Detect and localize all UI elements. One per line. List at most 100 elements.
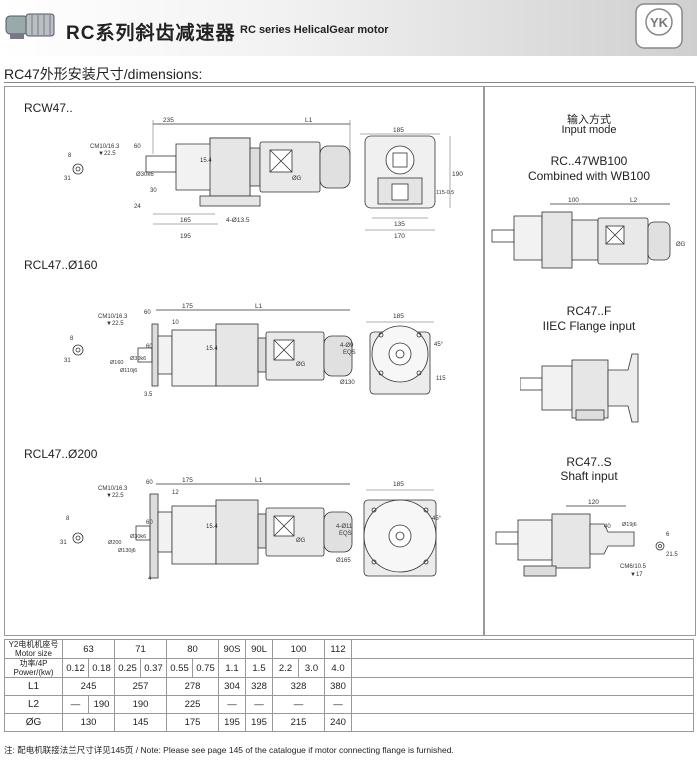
dim-60: 60 xyxy=(144,310,151,316)
dim-120: 120 xyxy=(588,499,599,506)
dim-110j6: Ø110j6 xyxy=(120,368,137,374)
dim-160: Ø160 xyxy=(110,360,123,366)
table-cell: — xyxy=(62,695,89,714)
drawing-wb100: 100 L2 ØG xyxy=(491,197,686,269)
row-header: ØG xyxy=(4,713,63,732)
dim-G: ØG xyxy=(676,242,686,248)
table-cell: 0.55 xyxy=(166,658,193,678)
dim-3-5: 3.5 xyxy=(144,392,153,398)
drawing-shaft-input: 120 40 Ø19j6 6 21.5 CM6/10.5 ▼17 xyxy=(495,499,678,578)
dim-19j6: Ø19j6 xyxy=(622,522,637,528)
dim-4: 4 xyxy=(148,576,152,582)
section-title: RC47外形安装尺寸/dimensions: xyxy=(4,66,203,82)
divider xyxy=(4,82,694,83)
row-header-line: ØG xyxy=(25,717,42,728)
table-cell: 1.1 xyxy=(218,658,246,678)
table-cell: 0.25 xyxy=(114,658,141,678)
dim-cm: CM10/16.3 xyxy=(98,314,128,320)
dim-115: 115-0.5 xyxy=(436,190,454,196)
table-cell: 175 xyxy=(166,713,219,732)
dim-24: 24 xyxy=(134,204,141,210)
dim-15-4: 15.4 xyxy=(206,346,218,352)
table-cell: — xyxy=(324,695,352,714)
f-title: RC47..F xyxy=(566,304,612,318)
table-cell-empty xyxy=(351,677,694,696)
wb-title: RC..47WB100 xyxy=(550,154,628,168)
dim-195: 195 xyxy=(180,233,191,240)
drawing-rcw47: 235 L1 CM10/16.3 ▼22.5 60 8 31 Ø30k6 30 … xyxy=(64,117,463,240)
dim-165: 165 xyxy=(180,217,191,224)
dim-31: 31 xyxy=(64,358,71,364)
table-cell: — xyxy=(245,695,273,714)
row-header-line: Y2电机机座号 xyxy=(8,640,59,649)
dim-45: 45° xyxy=(432,516,442,522)
dim-135: 135 xyxy=(394,221,405,228)
drawing-rcl47-160: CM10/16.3 ▼22.5 60 175 10 L1 8 31 Ø160 Ø… xyxy=(64,303,446,398)
input-mode-en: Input mode xyxy=(561,124,617,136)
dim-L2: L2 xyxy=(630,197,638,204)
dim-depth: ▼22.5 xyxy=(98,151,116,157)
row-header-line: 功率/4P xyxy=(19,659,48,668)
table-cell: 240 xyxy=(324,713,352,732)
table-cell-empty xyxy=(351,639,694,659)
dim-30: 30 xyxy=(150,188,157,194)
dim-165: Ø165 xyxy=(336,558,351,564)
dim-190: 190 xyxy=(452,171,463,178)
row-header: L1 xyxy=(4,677,63,696)
dim-130j6: Ø130j6 xyxy=(118,548,136,554)
table-cell: 215 xyxy=(272,713,325,732)
dim-130: Ø130 xyxy=(340,380,355,386)
table-cell: 0.12 xyxy=(62,658,89,678)
dim-30k6: Ø30k6 xyxy=(130,534,146,540)
table-cell: — xyxy=(272,695,325,714)
table-cell: 3.0 xyxy=(298,658,325,678)
table-cell: 195 xyxy=(218,713,246,732)
drawing-flange xyxy=(520,353,639,423)
dim-eqs: EQS xyxy=(343,350,356,356)
row-header: L2 xyxy=(4,695,63,714)
footnote: 注: 配电机联接法兰尺寸详见145页 / Note: Please see pa… xyxy=(4,745,454,755)
dim-depth: ▼17 xyxy=(630,572,643,578)
dim-60: 60 xyxy=(134,144,141,150)
dim-depth: ▼22.5 xyxy=(106,321,124,327)
dim-185: 185 xyxy=(393,127,404,134)
dim-cm: CM10/16.3 xyxy=(98,486,128,492)
table-cell: 63 xyxy=(62,639,115,659)
dim-100: 100 xyxy=(568,197,579,204)
dim-L1: L1 xyxy=(255,477,263,484)
table-cell: 304 xyxy=(218,677,246,696)
drawing-panel-main xyxy=(4,86,484,636)
dim-185: 185 xyxy=(393,481,404,488)
table-cell: 71 xyxy=(114,639,167,659)
table-cell-empty xyxy=(351,658,694,678)
dim-eqs: EQS xyxy=(339,531,352,537)
s-title: RC47..S xyxy=(566,455,612,469)
page-subtitle: RC series HelicalGear motor xyxy=(240,24,389,36)
dim-holes: 4-Ø11 xyxy=(336,524,353,530)
table-cell: 90L xyxy=(245,639,273,659)
input-mode-cn: 输入方式 xyxy=(567,114,611,126)
dim-31: 31 xyxy=(60,540,67,546)
table-cell: 112 xyxy=(324,639,352,659)
table-cell: 225 xyxy=(166,695,219,714)
row-header-line: Power/(kw) xyxy=(13,668,54,677)
table-cell: 278 xyxy=(166,677,219,696)
dim-10: 10 xyxy=(172,320,179,326)
table-cell: 0.75 xyxy=(192,658,219,678)
table-cell: 328 xyxy=(272,677,325,696)
dim-31: 31 xyxy=(64,176,71,182)
table-cell: 145 xyxy=(114,713,167,732)
table-cell: 257 xyxy=(114,677,167,696)
gearmotor-icon xyxy=(5,13,55,39)
dim-G: ØG xyxy=(296,538,306,544)
dim-15-4: 15.4 xyxy=(206,524,218,530)
row-header-line: Motor size xyxy=(15,649,52,658)
dim-30k6: Ø30k6 xyxy=(136,172,154,178)
